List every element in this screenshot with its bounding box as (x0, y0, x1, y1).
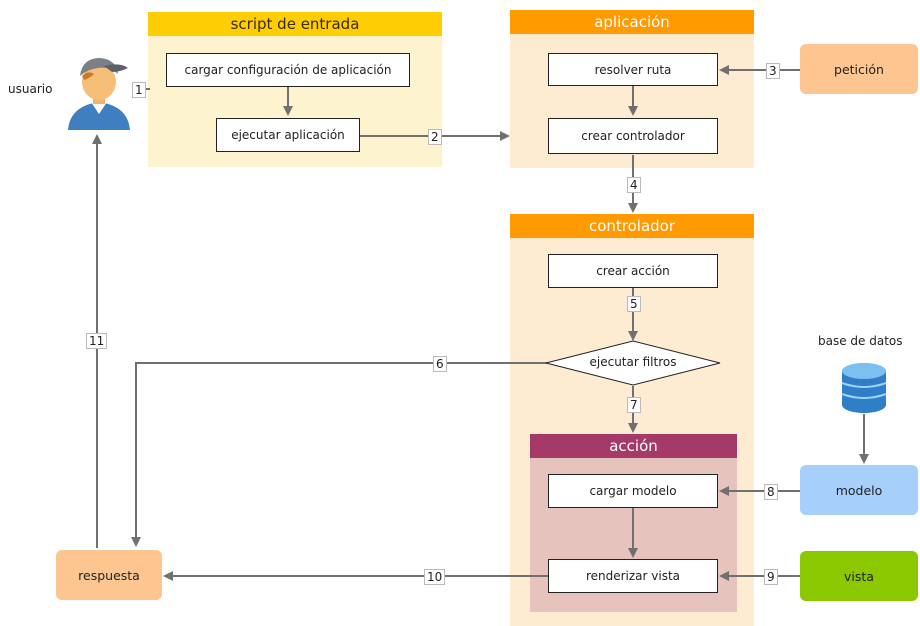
request-box: petición (800, 44, 918, 94)
step-3: 3 (766, 63, 780, 79)
step-7: 7 (627, 397, 641, 413)
run-filters-label: ejecutar filtros (589, 355, 677, 369)
application-header: aplicación (510, 10, 754, 34)
entry-script-header: script de entrada (148, 12, 442, 36)
step-11: 11 (86, 333, 108, 349)
create-action-box: crear acción (548, 254, 718, 288)
database-label: base de datos (818, 334, 903, 348)
load-config-box: cargar configuración de aplicación (166, 53, 410, 87)
run-filters-diamond (545, 340, 721, 386)
user-label: usuario (8, 82, 53, 96)
resolve-route-box: resolver ruta (548, 53, 718, 86)
model-box: modelo (800, 465, 918, 515)
render-view-box: renderizar vista (548, 559, 718, 593)
controller-header: controlador (510, 214, 754, 238)
step-9: 9 (764, 569, 778, 585)
step-10: 10 (424, 569, 446, 585)
step-1: 1 (132, 82, 146, 98)
view-box: vista (800, 551, 918, 601)
arrow-6 (131, 362, 547, 547)
response-box: respuesta (56, 550, 162, 600)
step-6: 6 (433, 356, 447, 372)
step-2: 2 (428, 129, 442, 145)
step-5: 5 (627, 296, 641, 312)
run-app-box: ejecutar aplicación (216, 118, 360, 152)
user-icon (68, 58, 130, 130)
create-controller-box: crear controlador (548, 118, 718, 154)
step-8: 8 (764, 484, 778, 500)
step-4: 4 (627, 177, 641, 193)
action-header: acción (530, 434, 737, 458)
database-icon (841, 363, 887, 413)
load-model-box: cargar modelo (548, 474, 718, 508)
